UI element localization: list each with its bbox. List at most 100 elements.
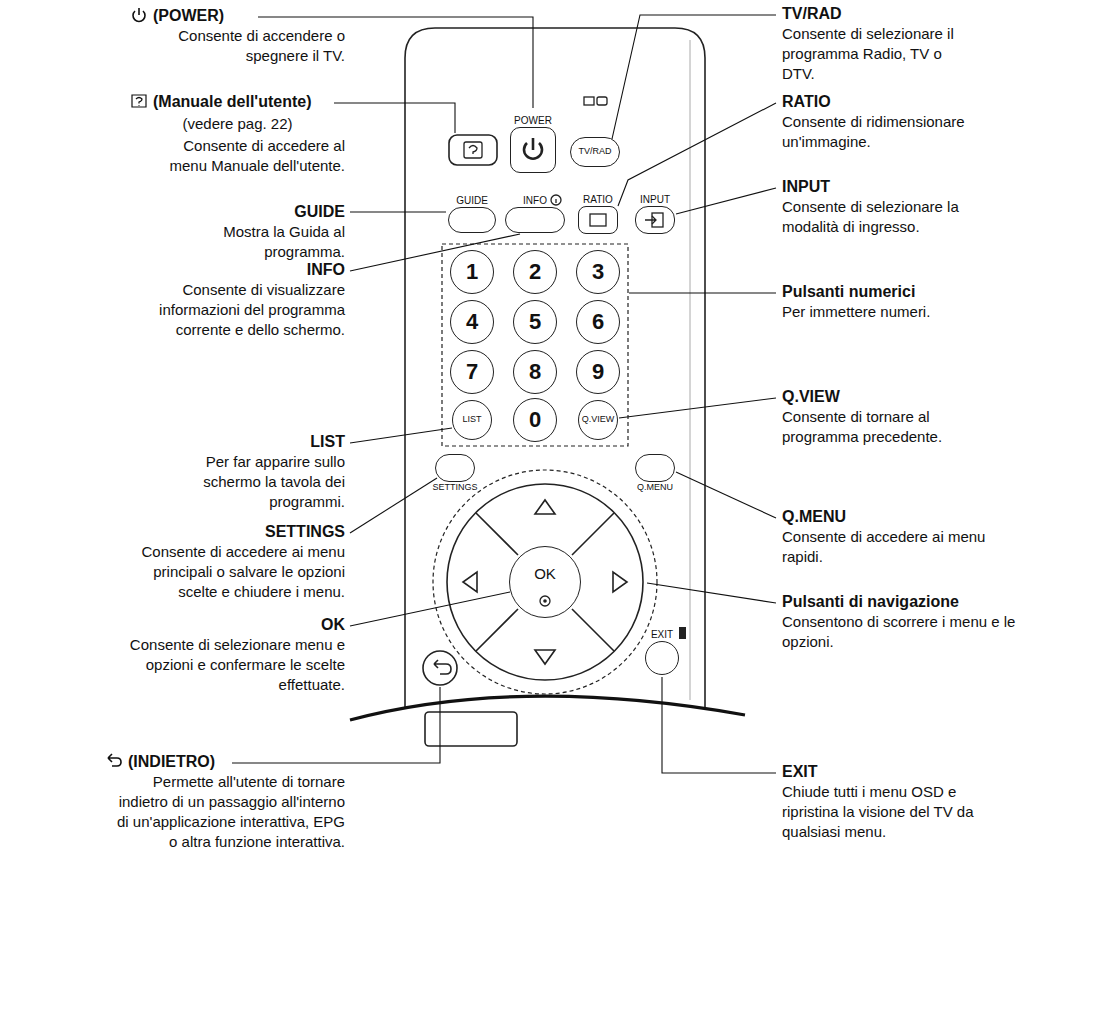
button-label: SETTINGS	[432, 483, 477, 493]
button-name: LIST	[310, 433, 345, 450]
remote-button: Q.VIEW	[578, 400, 619, 440]
button-label: 4	[466, 310, 478, 334]
callout-text: Consente di accedere ai menu principali …	[140, 542, 345, 602]
power-icon	[130, 7, 148, 23]
description: (vedere pag. 22)	[182, 115, 292, 132]
button-name: RATIO	[782, 93, 831, 110]
radio-icon	[597, 97, 607, 105]
arrow-down	[535, 650, 555, 664]
description: Consente di visualizzare informazioni de…	[159, 281, 345, 338]
callout-text: Consente di selezionare il programma Rad…	[782, 24, 967, 84]
callout: EXITChiude tutti i menu OSD e ripristina…	[782, 762, 1042, 842]
remote-button: 7	[450, 350, 494, 394]
callout: LIST Per far apparire sullo schermo la ta…	[160, 432, 345, 512]
leader-line	[232, 687, 440, 763]
callout-text: Consente di visualizzare informazioni de…	[130, 280, 345, 340]
navigation-area	[433, 470, 657, 694]
button-name: Q.MENU	[782, 508, 846, 525]
info-icon	[551, 195, 561, 205]
callout: INFOConsente di visualizzare informazion…	[125, 260, 345, 340]
callout-text: Consente di ridimensionare un'immagine.	[782, 112, 987, 152]
callout-text: Consente di selezionare la modalità di i…	[782, 197, 977, 237]
leader-line	[334, 103, 455, 133]
callout-heading: (POWER)	[130, 6, 345, 26]
remote-button: EXIT	[645, 641, 679, 675]
callout: (INDIETRO) Permette all'utente di tornare…	[105, 752, 345, 852]
description: Consente di selezionare menu e opzioni e…	[130, 636, 345, 693]
battery-slot	[425, 712, 517, 746]
button-label: LIST	[462, 415, 481, 425]
back-icon	[434, 660, 451, 674]
navigation-separators	[476, 513, 614, 651]
remote-button: LIST	[452, 400, 492, 440]
numeric-area	[442, 244, 628, 446]
callout-heading: Pulsanti di navigazione	[782, 592, 1042, 612]
ok-symbol	[540, 596, 550, 606]
button-name: (POWER)	[153, 7, 224, 24]
callout: TV/RAD Consente di selezionare il program…	[782, 4, 982, 84]
callout-heading: RATIO	[782, 92, 1002, 112]
callout: GUIDEMostra la Guida al programma.	[185, 202, 345, 262]
remote-button: INPUT	[635, 206, 675, 234]
button-name: EXIT	[782, 763, 818, 780]
button-name: (INDIETRO)	[128, 753, 215, 770]
leader-line	[629, 292, 776, 293]
callout-heading: SETTINGS	[125, 522, 345, 542]
tv-icon	[584, 97, 594, 105]
callout-heading: EXIT	[782, 762, 1042, 782]
input-icon	[645, 216, 656, 224]
power-symbol	[532, 138, 535, 150]
callout-text: Permette all'utente di tornare indietro …	[113, 772, 345, 852]
ok-symbol	[543, 599, 547, 603]
button-label: EXIT	[651, 629, 673, 640]
info-icon	[555, 199, 556, 203]
callout-heading: LIST	[160, 432, 345, 452]
description: Per immettere numeri.	[782, 303, 930, 320]
button-label: INPUT	[640, 194, 670, 205]
button-label: Q.MENU	[637, 483, 673, 493]
help-icon	[130, 93, 148, 109]
description: Permette all'utente di tornare indietro …	[117, 773, 345, 850]
callout-text: (vedere pag. 22)	[163, 114, 313, 134]
exit-icon	[679, 627, 686, 639]
button-label: GUIDE	[456, 195, 488, 206]
callout-heading: (INDIETRO)	[105, 752, 345, 772]
remote-button: POWER	[510, 127, 556, 173]
remote-button: OK	[509, 546, 581, 618]
leader-line	[647, 583, 776, 603]
callout-text: Per immettere numeri.	[782, 302, 1032, 322]
remote-button: 9	[576, 350, 620, 394]
callout-text: Consente di accedere ai menu rapidi.	[782, 527, 1022, 567]
description: Consente di accedere ai menu principali …	[142, 543, 345, 600]
button-label: 1	[466, 260, 478, 284]
callout: Pulsanti di navigazioneConsentono di sco…	[782, 592, 1042, 652]
remote-button: GUIDE	[448, 207, 496, 233]
button-label: POWER	[514, 115, 552, 126]
navigation-ring	[447, 484, 643, 680]
arrow-up	[535, 500, 555, 514]
button-label: 0	[529, 408, 541, 432]
help-button	[449, 135, 497, 165]
button-name: Pulsanti di navigazione	[782, 593, 959, 610]
button-name: INPUT	[782, 178, 830, 195]
button-name: TV/RAD	[782, 5, 842, 22]
remote-button: RATIO	[578, 206, 618, 234]
button-name: OK	[321, 616, 345, 633]
remote-button: 8	[513, 350, 557, 394]
callout-heading: TV/RAD	[782, 4, 982, 24]
button-name: Q.VIEW	[782, 388, 840, 405]
button-label: 2	[529, 260, 541, 284]
button-label: 8	[529, 360, 541, 384]
callout: Q.VIEWConsente di tornare al programma p…	[782, 387, 1002, 447]
callout-text: Per far apparire sullo schermo la tavola…	[170, 452, 345, 512]
button-name: Pulsanti numerici	[782, 283, 915, 300]
button-label: OK	[534, 566, 556, 583]
leader-line	[662, 677, 776, 773]
ratio-icon	[590, 214, 606, 226]
callout-heading: (Manuale dell'utente)	[130, 92, 345, 112]
arrow-left	[463, 572, 477, 592]
button-name: GUIDE	[294, 203, 345, 220]
description: Consente di ridimensionare un'immagine.	[782, 113, 965, 150]
arrow-right	[613, 572, 627, 592]
